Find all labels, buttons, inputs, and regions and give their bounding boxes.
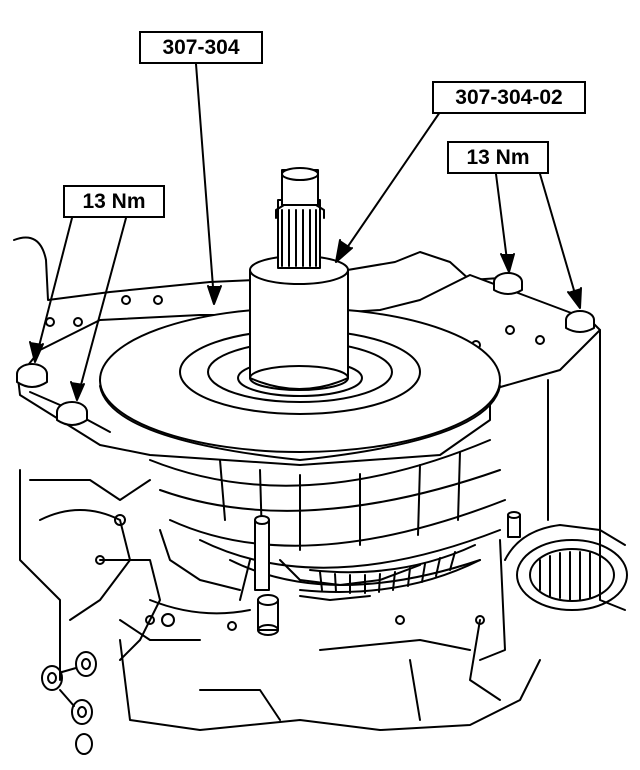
leader-lines [29, 63, 582, 401]
oil-line-fittings [41, 651, 97, 755]
bolts [16, 272, 595, 426]
torque-label-left: 13 Nm [63, 185, 165, 218]
tool-adapter-shaft [249, 167, 349, 391]
output-gear-housing [479, 524, 628, 661]
tool-adapter-label: 307-304-02 [432, 81, 586, 114]
transmission-case [13, 236, 626, 731]
ring-gear [299, 544, 481, 594]
torque-label-right: 13 Nm [447, 141, 549, 174]
dowel-pins [254, 511, 521, 636]
special-tool-label: 307-304 [139, 31, 263, 64]
